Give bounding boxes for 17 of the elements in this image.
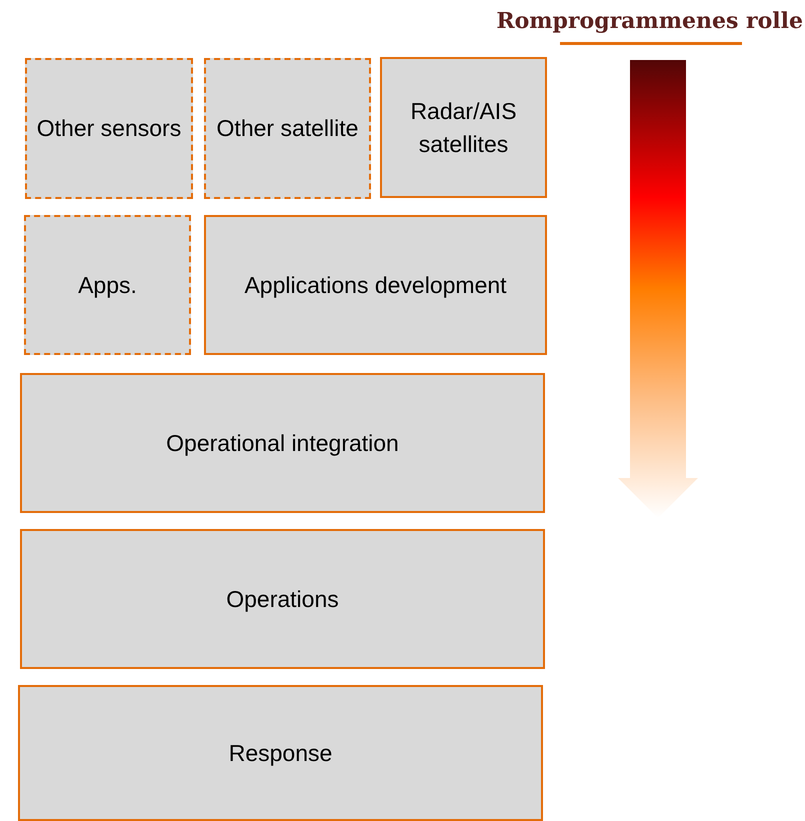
layer-box xyxy=(20,529,545,669)
layer-label: Apps. xyxy=(77,270,138,300)
layer-box xyxy=(204,58,371,199)
layer-box xyxy=(25,58,193,199)
layer-box xyxy=(204,215,547,355)
layer-label: Operational integration xyxy=(165,428,400,458)
layer-box xyxy=(380,57,547,198)
title: Romprogrammenes rolle xyxy=(496,8,803,34)
layer-label: Response xyxy=(228,738,334,768)
layer-box xyxy=(20,373,545,513)
layer-label: Radar/AIS satellites xyxy=(409,97,518,158)
layer-label: Operations xyxy=(225,584,340,614)
layer-box xyxy=(24,215,191,355)
layer-label: Other satellite xyxy=(216,114,360,144)
layer-label: Other sensors xyxy=(36,114,182,144)
layer-box xyxy=(18,685,543,821)
layer-label: Applications development xyxy=(243,270,508,300)
